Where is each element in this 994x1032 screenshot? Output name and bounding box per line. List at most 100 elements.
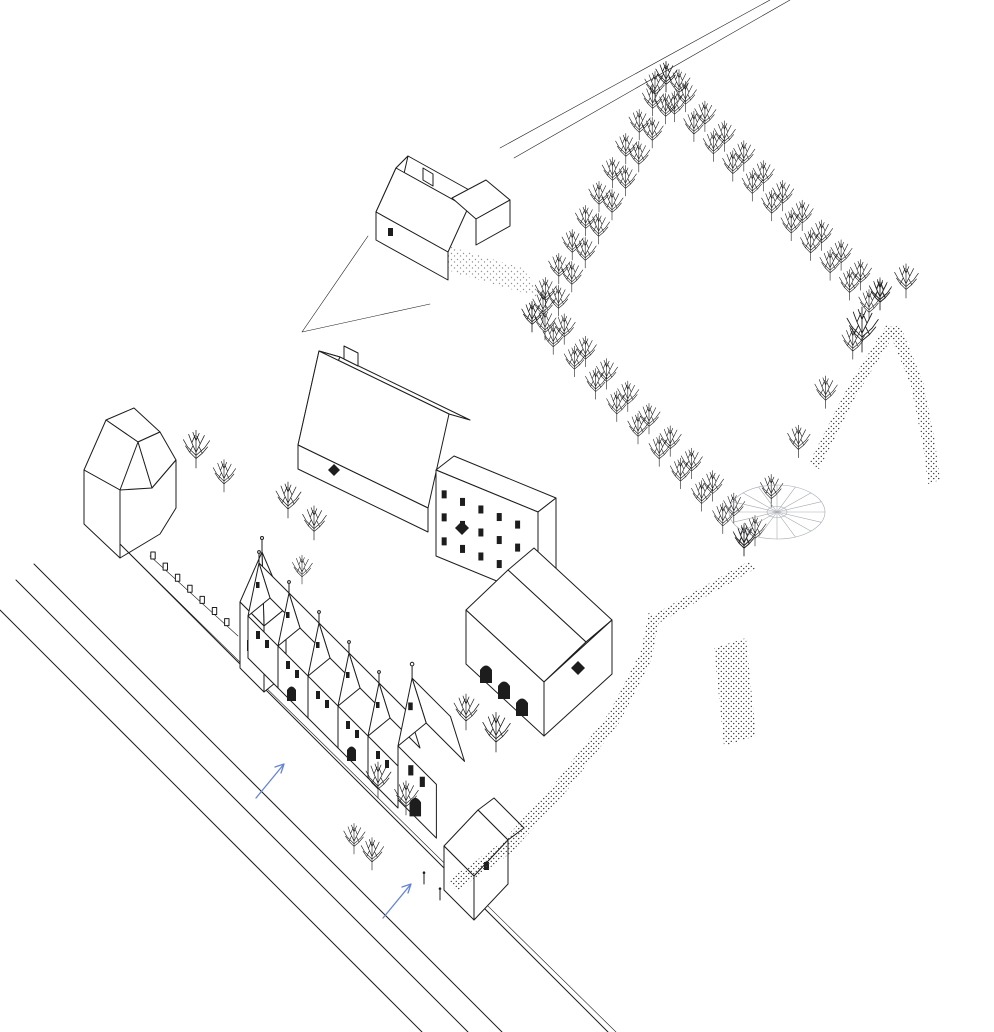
tree-icon xyxy=(302,505,327,541)
window xyxy=(496,536,502,545)
fence-post xyxy=(187,584,193,593)
dome-rib xyxy=(776,501,822,513)
tree-icon xyxy=(614,164,637,197)
direction-arrow-icon xyxy=(382,883,412,919)
terrace-gable xyxy=(337,652,361,707)
church-window xyxy=(388,228,393,236)
terrace-house-row xyxy=(247,550,466,839)
window xyxy=(478,552,484,561)
street-edge-line xyxy=(15,579,469,1032)
scene xyxy=(0,0,940,1032)
terrace-openings xyxy=(256,582,269,648)
dome-rib xyxy=(758,486,778,513)
path-link xyxy=(653,561,755,623)
tree-icon xyxy=(641,116,664,149)
terrace-gable xyxy=(307,622,331,677)
tree-icon xyxy=(846,306,879,353)
finial-ball xyxy=(287,580,291,584)
dome-rib xyxy=(758,511,778,538)
finial-ball xyxy=(409,661,415,667)
terrace-openings xyxy=(286,612,299,701)
window xyxy=(355,730,359,738)
window xyxy=(408,765,414,776)
gable-window xyxy=(256,582,260,588)
finial-ball xyxy=(257,550,261,554)
arched-opening xyxy=(516,698,528,716)
field-path-corner xyxy=(888,325,940,484)
terrace-gable xyxy=(277,592,301,647)
field-path-east xyxy=(809,324,897,469)
window xyxy=(325,700,329,708)
tree-icon xyxy=(601,188,624,221)
tree-icon xyxy=(894,263,919,299)
lamp-post-icon xyxy=(422,870,426,885)
tree-icon xyxy=(787,424,811,459)
dome-rib xyxy=(776,492,812,513)
dome-rib xyxy=(742,492,778,513)
window xyxy=(441,513,447,522)
boundary-line xyxy=(499,0,771,149)
terrace-openings xyxy=(376,702,389,768)
arch-openings xyxy=(480,661,585,716)
path-steps xyxy=(714,638,756,746)
dome-rib xyxy=(732,501,778,513)
lamp-post-icon xyxy=(438,886,442,901)
site-boundary xyxy=(301,0,791,333)
door-arch xyxy=(287,686,296,701)
church-terrace-paving xyxy=(428,240,548,300)
tree-icon xyxy=(343,822,366,855)
gable-window xyxy=(286,612,290,618)
finial-ball xyxy=(317,610,321,614)
window xyxy=(385,760,389,768)
tree-icon xyxy=(628,140,651,173)
arched-opening xyxy=(480,665,492,683)
fence-posts xyxy=(150,551,230,627)
tree-icon xyxy=(275,481,302,519)
church-transept-wall xyxy=(475,199,511,246)
window xyxy=(460,544,466,553)
window xyxy=(256,631,260,639)
window xyxy=(496,560,502,569)
street xyxy=(0,543,617,1032)
church-openings xyxy=(388,228,393,236)
gable-window xyxy=(346,672,350,678)
terrace-gable xyxy=(397,677,427,747)
main-ornaments xyxy=(328,464,469,535)
window xyxy=(265,640,269,648)
fence-post xyxy=(199,595,205,604)
dome-rib xyxy=(732,511,778,523)
door-arch xyxy=(409,797,422,817)
tree-icon xyxy=(360,837,385,871)
dome-pavilion xyxy=(728,484,826,540)
window xyxy=(346,721,350,729)
window xyxy=(496,513,502,522)
terrace-openings xyxy=(316,642,329,708)
tree-icon xyxy=(759,473,784,508)
window xyxy=(419,776,425,787)
terrace-openings xyxy=(408,702,425,817)
window xyxy=(295,670,299,678)
street-edge-line xyxy=(0,609,423,1032)
tree-icon xyxy=(814,375,838,409)
tree-icon xyxy=(453,693,480,731)
main-building xyxy=(297,345,557,599)
facade-diamond xyxy=(455,521,469,535)
arched-opening xyxy=(498,681,510,699)
window xyxy=(515,520,521,529)
terrace-front-wall xyxy=(367,735,399,809)
sidewalk-line xyxy=(127,551,617,1032)
roof-facet-line xyxy=(137,441,153,489)
tree-icon xyxy=(482,711,511,753)
terrace-gable xyxy=(247,562,271,617)
roof-dormer-diamond xyxy=(328,464,340,476)
dome-rib xyxy=(776,511,796,538)
fence-post xyxy=(150,551,156,560)
garden-wall-line xyxy=(301,235,431,333)
street-edge-line xyxy=(33,563,503,1032)
door-arch xyxy=(347,746,356,761)
tree-icon xyxy=(587,212,611,245)
west-house xyxy=(83,407,177,559)
gable-window xyxy=(316,642,320,648)
